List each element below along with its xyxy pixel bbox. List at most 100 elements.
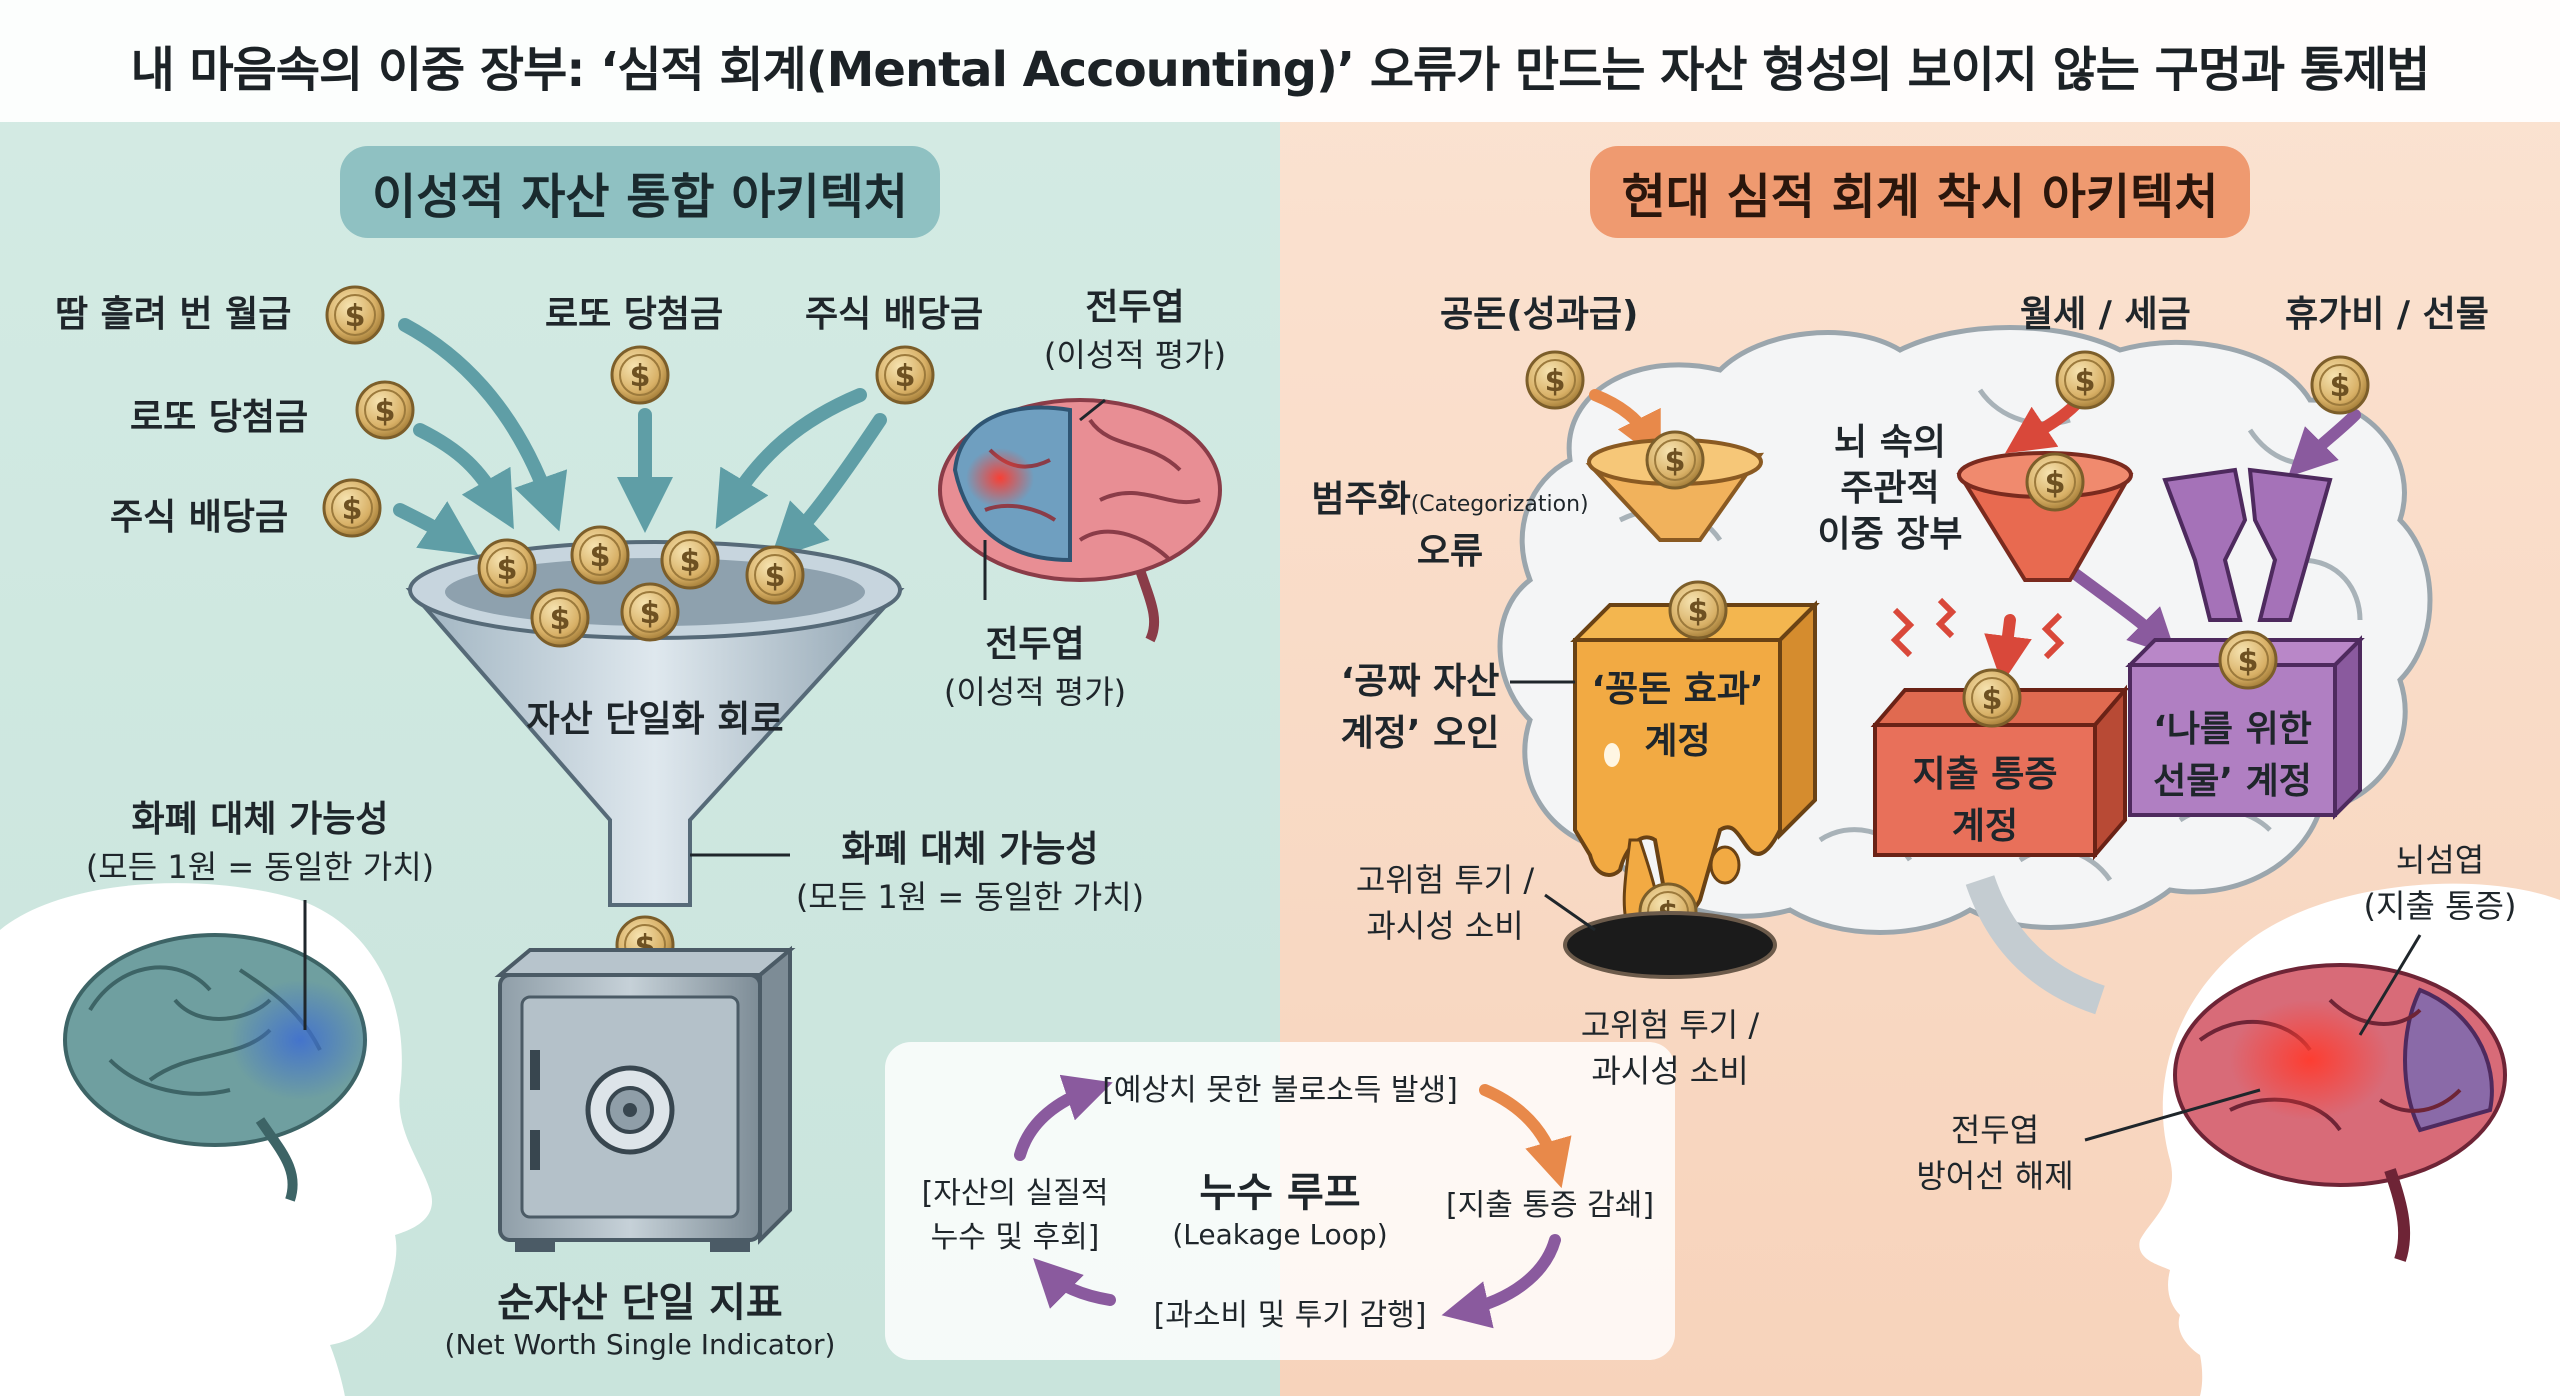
brain-label-top-line1: 전두엽 — [1085, 287, 1185, 328]
fungibility-right: 화폐 대체 가능성 (모든 1원 = 동일한 가치) — [770, 820, 1170, 918]
fungibility-right-line2: (모든 1원 = 동일한 가치) — [795, 878, 1145, 916]
loop-step-pain-reduction: [지출 통증 감쇄] — [1445, 1188, 1655, 1223]
coin-icon — [745, 545, 805, 605]
frontal-defense-line1: 전두엽 — [1950, 1111, 2040, 1149]
loop-step-leakage-line2: 누수 및 후회] — [930, 1220, 1100, 1255]
insula-label: 뇌섬엽 (지출 통증) — [2335, 835, 2545, 927]
net-worth-line1: 순자산 단일 지표 — [497, 1280, 783, 1326]
rational-brain-icon — [938, 398, 1222, 643]
gift-account-box — [2125, 635, 2365, 820]
risk-bottom-line2: 과시성 소비 — [1591, 1052, 1749, 1090]
coin-icon — [2025, 452, 2085, 512]
funnel-label: 자산 단일화 회로 — [526, 699, 784, 740]
broken-gift-funnel — [2162, 467, 2333, 622]
coin-icon — [477, 538, 537, 598]
loop-step-windfall: [예상치 못한 불로소득 발생] — [1102, 1073, 1458, 1108]
fungibility-left: 화폐 대체 가능성 (모든 1원 = 동일한 가치) — [70, 790, 450, 888]
coin-icon — [1525, 350, 1585, 410]
net-worth-indicator: 순자산 단일 지표 (Net Worth Single Indicator) — [430, 1270, 850, 1361]
insula-line1: 뇌섬엽 — [2395, 841, 2485, 879]
coin-icon — [610, 345, 670, 405]
ledger-line2: 주관적 — [1840, 468, 1940, 509]
input-label-lotto-top: 로또 당첨금 — [545, 294, 724, 335]
fungibility-left-line2: (모든 1원 = 동일한 가치) — [85, 848, 435, 886]
pain-account-label: 지출 통증 계정 — [1875, 745, 2095, 849]
input-label-rent-tax: 월세 / 세금 — [2020, 294, 2191, 335]
safe-icon — [494, 945, 796, 1252]
categorization-sub: (Categorization) — [1410, 492, 1589, 517]
frontal-defense-line2: 방어선 해제 — [1916, 1157, 2074, 1195]
leakage-loop-title: 누수 루프 (Leakage Loop) — [1150, 1160, 1410, 1251]
brain-label-top: 전두엽 (이성적 평가) — [1035, 278, 1235, 376]
coin-icon — [2310, 355, 2370, 415]
free-money-line1: ‘공짜 자산 — [1340, 661, 1500, 702]
windfall-account-line2: 계정 — [1644, 721, 1711, 762]
fungibility-left-line1: 화폐 대체 가능성 — [131, 799, 389, 840]
loop-step-leakage-line1: [자산의 실질적 — [921, 1176, 1109, 1211]
brain-label-top-line2: (이성적 평가) — [1043, 336, 1227, 374]
free-money-misperception: ‘공짜 자산 계정’ 오인 — [1320, 652, 1520, 756]
categorization-error: 범주화(Categorization) 오류 — [1300, 470, 1600, 574]
leakage-loop-box — [885, 1042, 1675, 1360]
input-label-bonus: 공돈(성과급) — [1440, 294, 1639, 335]
risk-bottom-line1: 고위험 투기 / — [1580, 1006, 1760, 1044]
input-label-salary: 땀 흘려 번 월급 — [55, 294, 292, 335]
loop-title: 누수 루프 — [1199, 1170, 1361, 1216]
emotional-brain-icon — [2173, 963, 2507, 1262]
leakage-loop-arrows — [1014, 1074, 1572, 1329]
right-panel-header: 현대 심적 회계 착시 아키텍처 — [1590, 146, 2250, 238]
net-worth-line2: (Net Worth Single Indicator) — [444, 1328, 836, 1361]
coin-icon — [2055, 350, 2115, 410]
free-money-line2: 계정’ 오인 — [1340, 713, 1500, 754]
input-label-dividend: 주식 배당금 — [110, 497, 289, 538]
loop-subtitle: (Leakage Loop) — [1172, 1218, 1388, 1251]
windfall-account-label: ‘꽁돈 효과’ 계정 — [1575, 660, 1780, 764]
coin-icon — [620, 582, 680, 642]
loop-step-leakage: [자산의 실질적 누수 및 후회] — [895, 1168, 1135, 1256]
input-label-vacation-gift: 휴가비 / 선물 — [2285, 294, 2489, 335]
left-panel-header: 이성적 자산 통합 아키텍처 — [340, 146, 940, 238]
input-label-dividend-top: 주식 배당금 — [805, 294, 984, 335]
fungibility-right-line1: 화폐 대체 가능성 — [841, 829, 1099, 870]
coin-icon — [1645, 430, 1705, 490]
brain-label-bottom: 전두엽 (이성적 평가) — [930, 615, 1140, 713]
coin-icon — [660, 530, 720, 590]
coin-icon — [570, 525, 630, 585]
insula-line2: (지출 통증) — [2363, 887, 2517, 925]
pain-squiggles — [1890, 597, 2065, 660]
categorization-line2: 오류 — [1416, 531, 1484, 572]
main-title: 내 마음속의 이중 장부: ‘심적 회계(Mental Accounting)’… — [130, 42, 2431, 98]
risk-label-left: 고위험 투기 / 과시성 소비 — [1330, 855, 1560, 947]
left-brain-icon — [63, 933, 370, 1202]
loop-step-overspending: [과소비 및 투기 감행] — [1153, 1298, 1427, 1333]
brain-label-bottom-line1: 전두엽 — [985, 624, 1085, 665]
windfall-account-line1: ‘꽁돈 효과’ — [1591, 669, 1764, 710]
right-inflow-arrows — [1589, 389, 2361, 684]
windfall-account-box — [1570, 600, 1820, 946]
risk-left-line2: 과시성 소비 — [1366, 907, 1524, 945]
ledger-line3: 이중 장부 — [1817, 514, 1963, 555]
categorization-main: 범주화 — [1311, 479, 1411, 520]
frontal-defense-label: 전두엽 방어선 해제 — [1900, 1105, 2090, 1197]
gift-account-line2: 선물’ 계정 — [2153, 761, 2312, 802]
subjective-ledger-label: 뇌 속의 주관적 이중 장부 — [1780, 420, 2000, 558]
input-label-lotto: 로또 당첨금 — [130, 397, 309, 438]
coin-icon — [1962, 668, 2022, 728]
risk-label-bottom: 고위험 투기 / 과시성 소비 — [1555, 1000, 1785, 1092]
pain-account-line1: 지출 통증 — [1912, 754, 2058, 795]
gift-account-label: ‘나를 위한 선물’ 계정 — [2130, 700, 2335, 804]
risk-left-line1: 고위험 투기 / — [1355, 861, 1535, 899]
coin-icon — [875, 345, 935, 405]
gift-account-line1: ‘나를 위한 — [2153, 709, 2312, 750]
left-inflow-arrows — [393, 318, 887, 560]
pain-account-box — [1870, 684, 2130, 861]
coin-icon — [2218, 630, 2278, 690]
brain-label-bottom-line2: (이성적 평가) — [943, 673, 1127, 711]
coin-icon — [322, 478, 382, 538]
leak-hole — [1563, 911, 1777, 979]
coin-icon — [1668, 580, 1728, 640]
coin-icon — [530, 588, 590, 648]
title-bar — [0, 0, 2560, 122]
